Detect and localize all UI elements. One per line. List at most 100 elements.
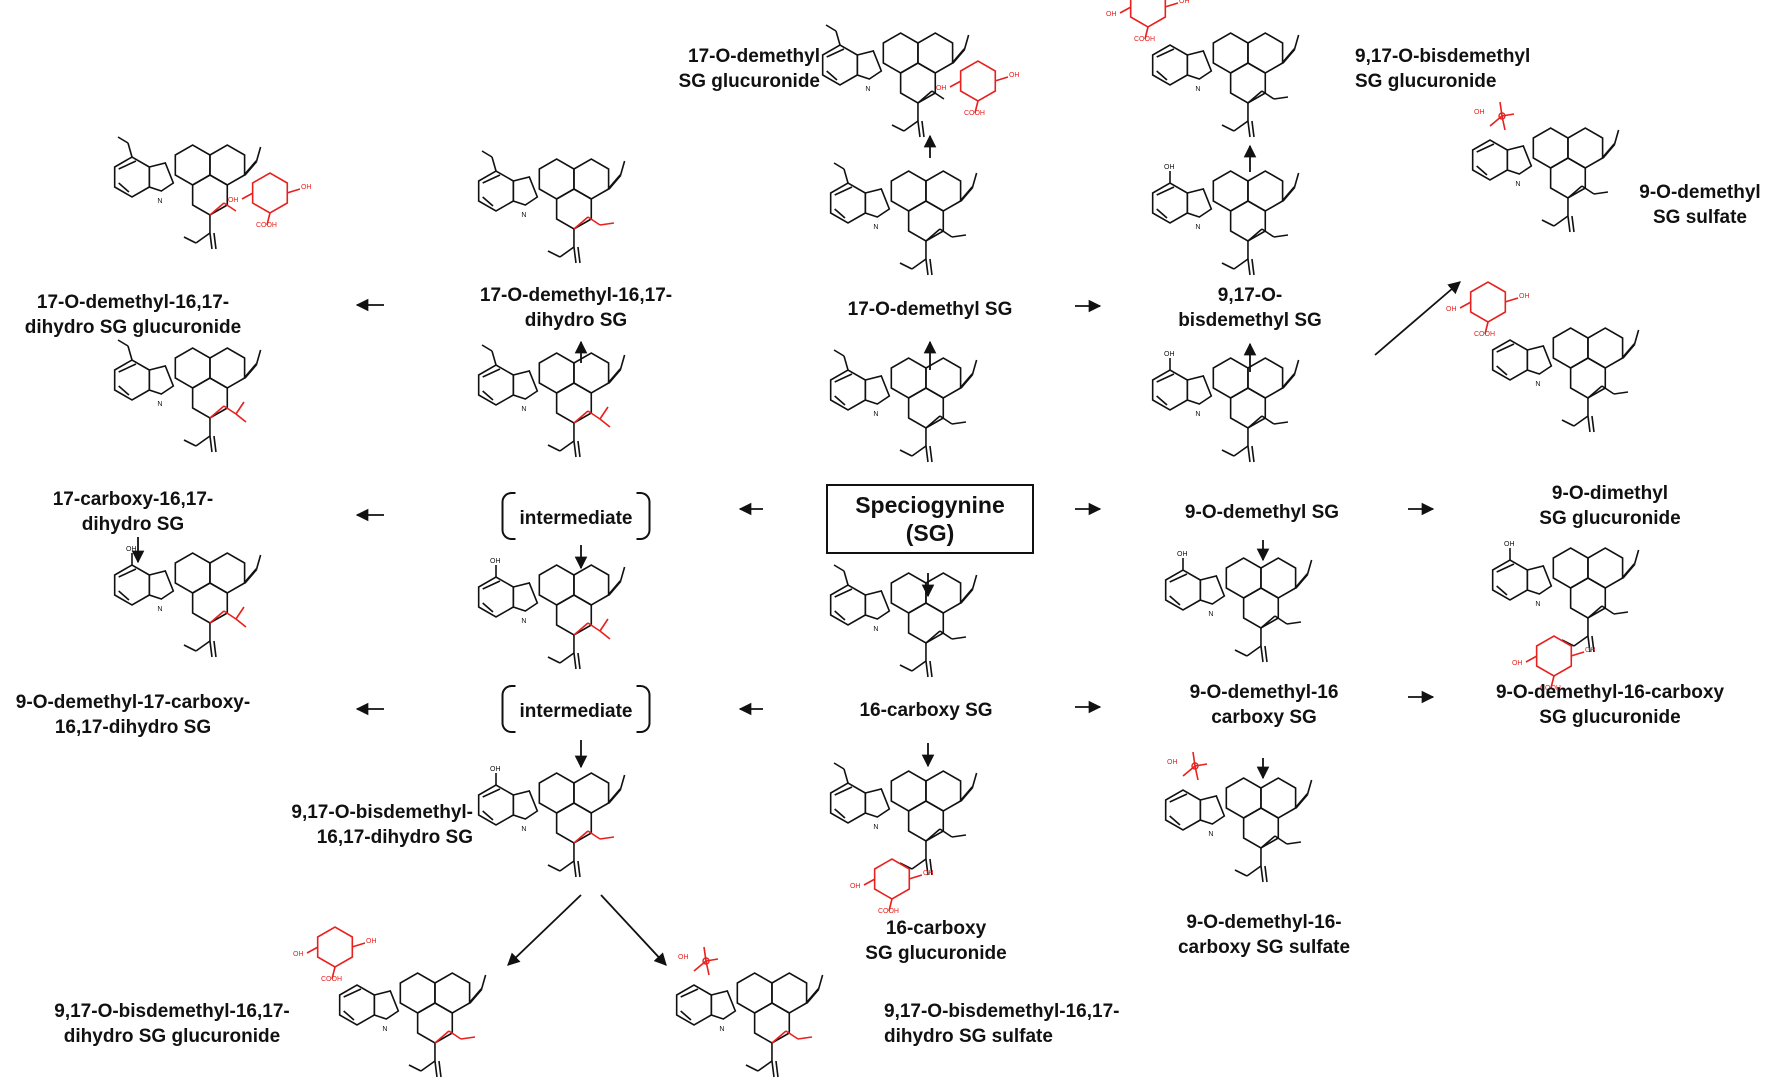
svg-text:OH: OH xyxy=(301,184,312,191)
molecule-structure: NOH xyxy=(477,558,626,670)
svg-text:OH: OH xyxy=(678,954,689,961)
svg-text:OH: OH xyxy=(1167,759,1178,766)
glucuronide-moiety: OH COOH OH xyxy=(1446,281,1530,338)
svg-text:OH: OH xyxy=(1585,647,1596,654)
svg-text:N: N xyxy=(382,1026,387,1033)
bracket-right xyxy=(636,685,651,733)
center-abbrev: (SG) xyxy=(905,520,955,546)
glucuronide-moiety: OH COOH OH xyxy=(293,926,377,983)
molecule-structure: N xyxy=(829,349,978,463)
svg-text:N: N xyxy=(157,198,162,205)
svg-text:COOH: COOH xyxy=(256,222,277,229)
label-17-carboxy-dihydro-sg: 17-carboxy-16,17-dihydro SG xyxy=(52,489,214,535)
sulfate-moiety: OH xyxy=(678,946,719,976)
svg-text:N: N xyxy=(1535,381,1540,388)
svg-text:OH: OH xyxy=(366,938,377,945)
reaction-arrow xyxy=(507,894,582,966)
molecule-structure: N OH COOH OH xyxy=(293,926,487,1078)
svg-text:N: N xyxy=(157,401,162,408)
svg-text:N: N xyxy=(1208,831,1213,838)
glucuronide-moiety: OH COOH OH xyxy=(1512,635,1596,692)
molecule-structure: N xyxy=(829,162,978,276)
molecule-structure: N OH xyxy=(113,546,262,658)
svg-text:COOH: COOH xyxy=(1134,36,1155,43)
label-9-o-demethyl-sg: 9-O-demethyl SG xyxy=(1184,502,1340,523)
svg-text:OH: OH xyxy=(1164,351,1175,358)
molecule-structure: N OH xyxy=(1151,164,1300,276)
svg-text:OH: OH xyxy=(923,870,934,877)
speciogynine-box: Speciogynine (SG) xyxy=(826,484,1034,554)
svg-text:N: N xyxy=(1208,611,1213,618)
svg-text:COOH: COOH xyxy=(1540,685,1561,692)
svg-text:N: N xyxy=(873,411,878,418)
svg-text:OH: OH xyxy=(850,883,861,890)
reaction-arrows xyxy=(131,134,1461,966)
molecule-structure: N OH COOH OH xyxy=(113,136,312,250)
label-bisdemethyl-sg: 9,17-O-bisdemethyl SG xyxy=(1178,285,1322,331)
label-17-o-demethyl-dihydro-sg: 17-O-demethyl-16,17-dihydro SG xyxy=(479,285,673,331)
svg-text:N: N xyxy=(1535,601,1540,608)
svg-text:OH: OH xyxy=(936,85,947,92)
intermediate-label: intermediate xyxy=(519,508,633,529)
svg-text:OH: OH xyxy=(1164,164,1175,171)
intermediate-bracket-lower: intermediate xyxy=(501,685,651,733)
svg-text:OH: OH xyxy=(1512,660,1523,667)
svg-text:N: N xyxy=(719,1026,724,1033)
svg-text:OH: OH xyxy=(490,766,501,773)
label-bisdemethyl-dihydro-sg-sulfate: 9,17-O-bisdemethyl-16,17-dihydro SG sulf… xyxy=(884,1001,1120,1047)
svg-text:OH: OH xyxy=(228,197,239,204)
glucuronide-moiety: OH COOH OH xyxy=(936,60,1020,117)
svg-text:COOH: COOH xyxy=(321,976,342,983)
label-9-o-demethyl-17-carboxy-dihydro-sg: 9-O-demethyl-17-carboxy-16,17-dihydro SG xyxy=(15,692,251,738)
molecule-structure: N xyxy=(477,344,626,458)
svg-text:OH: OH xyxy=(1446,306,1457,313)
svg-text:OH: OH xyxy=(1009,72,1020,79)
molecule-structure: N xyxy=(113,339,262,453)
svg-text:N: N xyxy=(1515,181,1520,188)
bracket-right xyxy=(636,492,651,540)
molecule-structure: NOH xyxy=(1471,101,1620,233)
molecule-structure: N OH xyxy=(1164,751,1313,883)
label-16-carboxy-sg: 16-carboxy SG xyxy=(859,700,993,721)
molecule-structure: N OH xyxy=(1151,351,1300,463)
svg-text:COOH: COOH xyxy=(1474,331,1495,338)
svg-text:N: N xyxy=(873,626,878,633)
svg-text:N: N xyxy=(1195,411,1200,418)
svg-text:N: N xyxy=(1195,86,1200,93)
reaction-arrow xyxy=(1374,281,1461,356)
sulfate-moiety: OH xyxy=(1167,751,1208,781)
svg-text:OH: OH xyxy=(126,546,137,553)
molecule-structure: N xyxy=(477,150,626,264)
label-bisdemethyl-dihydro-sg-glucuronide: 9,17-O-bisdemethyl-16,17-dihydro SG gluc… xyxy=(54,1001,290,1047)
svg-text:N: N xyxy=(157,606,162,613)
molecule-structure: N OH xyxy=(1164,551,1313,663)
svg-text:N: N xyxy=(521,406,526,413)
center-title: Speciogynine xyxy=(855,492,1005,518)
molecule-structure: N xyxy=(829,564,978,678)
label-9-o-demethyl-16-carboxy-sg-sulfate: 9-O-demethyl-16-carboxy SG sulfate xyxy=(1177,912,1351,958)
svg-text:OH: OH xyxy=(1177,551,1188,558)
bracket-left xyxy=(501,492,516,540)
svg-text:OH: OH xyxy=(293,951,304,958)
svg-text:COOH: COOH xyxy=(964,110,985,117)
reaction-arrow xyxy=(600,894,667,966)
svg-text:N: N xyxy=(521,826,526,833)
svg-text:N: N xyxy=(1195,224,1200,231)
svg-text:OH: OH xyxy=(1519,293,1530,300)
intermediate-label: intermediate xyxy=(519,701,633,722)
molecule-structure: N OH COOH OH xyxy=(1446,281,1640,433)
intermediate-bracket-upper: intermediate xyxy=(501,492,651,540)
